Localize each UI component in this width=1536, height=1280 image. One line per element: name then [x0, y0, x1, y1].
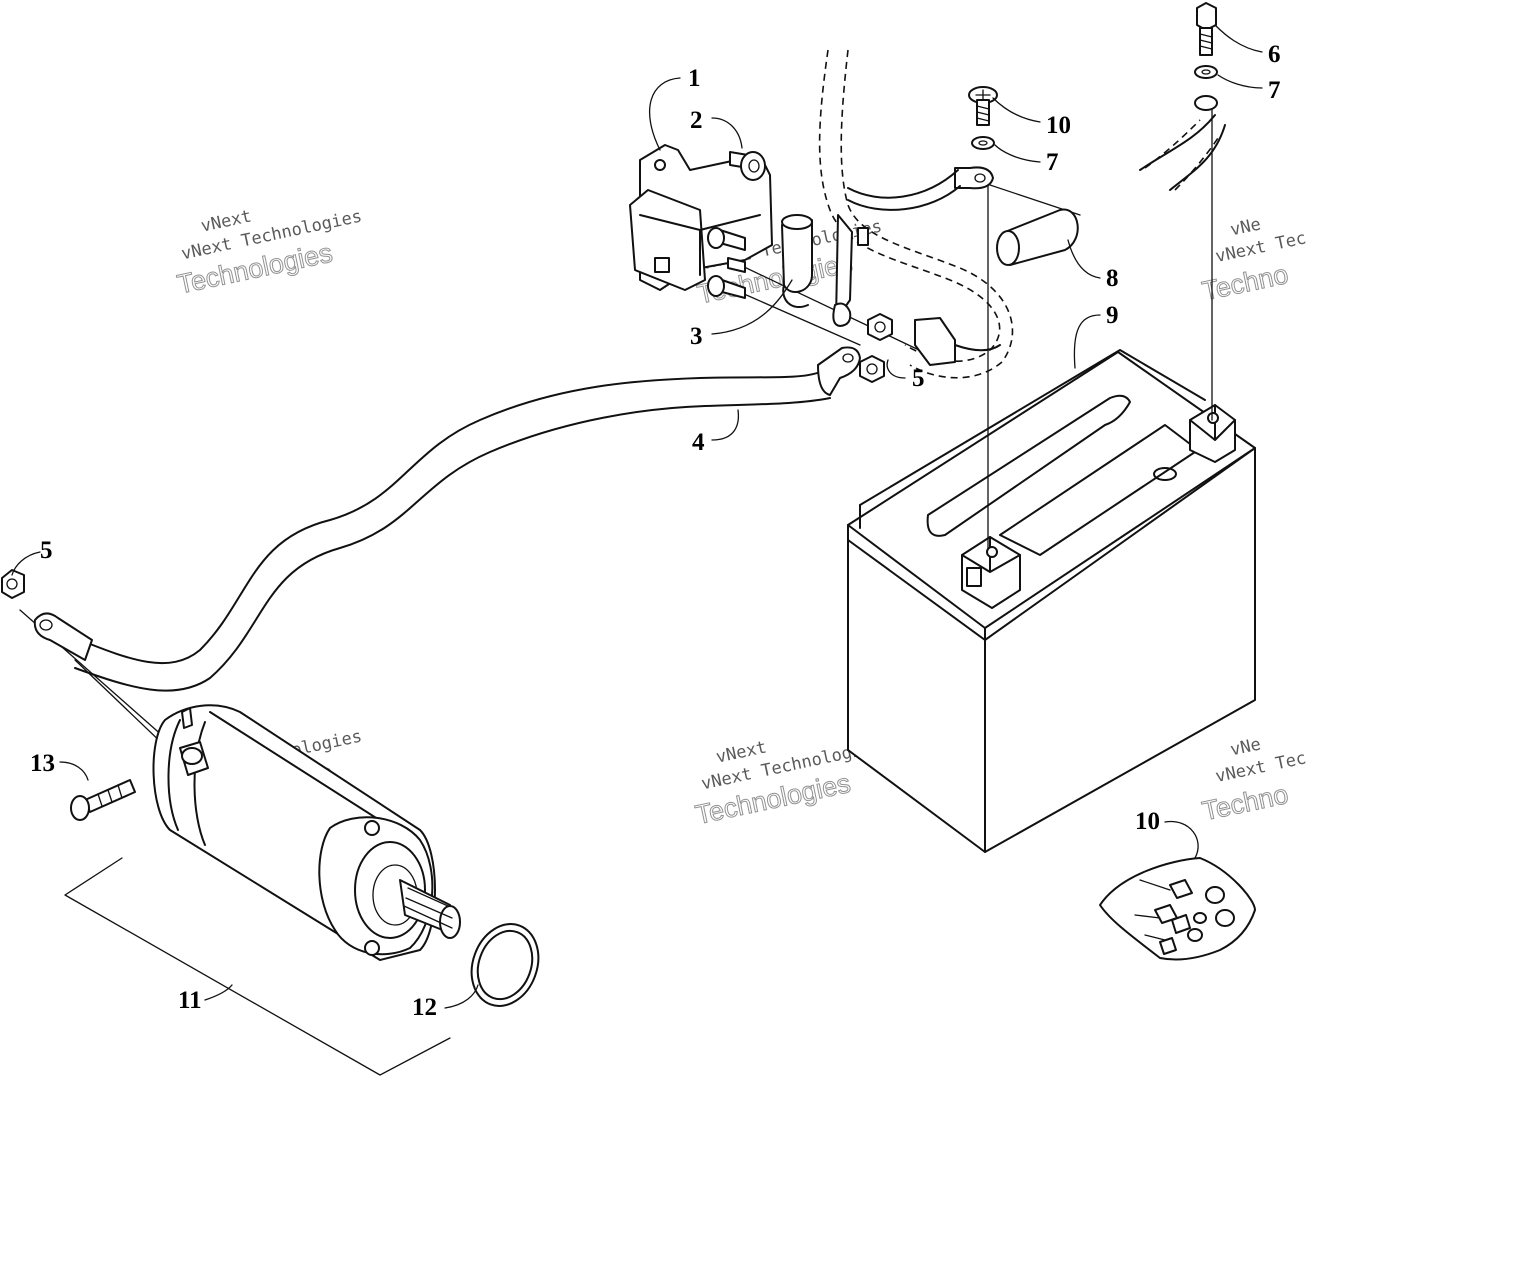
callout-13: 13: [30, 750, 55, 777]
svg-text:vNe: vNe: [1228, 214, 1262, 240]
dashed-cable-routing: [818, 49, 1219, 379]
leader-lines: [11, 24, 1263, 1009]
callout-5-relay: 5: [912, 365, 925, 392]
watermark-right-top: vNe vNext Tec Techno: [1199, 214, 1308, 306]
starter-motor: [152, 704, 461, 961]
o-ring: [470, 923, 540, 1007]
starter-nut: [1, 569, 25, 599]
assembly-bracket: [64, 857, 451, 1076]
positive-lock-washer: [1194, 65, 1218, 79]
svg-text:Techno: Techno: [1200, 779, 1291, 826]
terminal-boot: [781, 214, 813, 308]
callout-11: 11: [178, 987, 202, 1014]
callout-8: 8: [1106, 265, 1119, 292]
negative-terminal-bolt: [968, 86, 998, 126]
main-battery-cable: [33, 346, 861, 692]
positive-cable-end: [1139, 95, 1226, 191]
svg-text:vNe: vNe: [1228, 734, 1262, 760]
callout-2: 2: [690, 107, 703, 134]
callout-10-kit: 10: [1135, 808, 1160, 835]
positive-terminal-bolt: [1196, 2, 1217, 56]
callout-3: 3: [690, 323, 703, 350]
callout-5-starter: 5: [40, 537, 53, 564]
terminal-cover-boot: [996, 208, 1079, 266]
hardware-kit-bag: [1099, 857, 1256, 961]
starter-relay: [629, 144, 773, 299]
callout-numbers: 1 2 3 4 5 5 6 7 7 10 8 9 10 11 12 13: [30, 41, 1281, 1021]
battery: [847, 349, 1256, 853]
callout-7-positive: 7: [1268, 77, 1281, 104]
callout-10-bolt: 10: [1046, 112, 1071, 139]
relay-bolt: [729, 151, 766, 181]
relay-nuts: [859, 313, 893, 383]
negative-ring-terminal: [847, 166, 994, 211]
svg-text:Techno: Techno: [1200, 259, 1291, 306]
watermark-top-left: vNext vNext Technologies Technologies: [174, 206, 364, 300]
callout-9: 9: [1106, 302, 1119, 329]
relay-wire: [832, 214, 869, 327]
callout-6: 6: [1268, 41, 1281, 68]
callout-12: 12: [412, 994, 437, 1021]
callout-1: 1: [688, 65, 701, 92]
watermark-right-mid: vNe vNext Tec Techno: [1199, 734, 1308, 826]
callout-4: 4: [692, 429, 705, 456]
negative-lock-washer: [971, 136, 995, 150]
wire-connector: [914, 317, 1001, 366]
mounting-bolt: [70, 779, 136, 821]
callout-7-negative: 7: [1046, 149, 1059, 176]
